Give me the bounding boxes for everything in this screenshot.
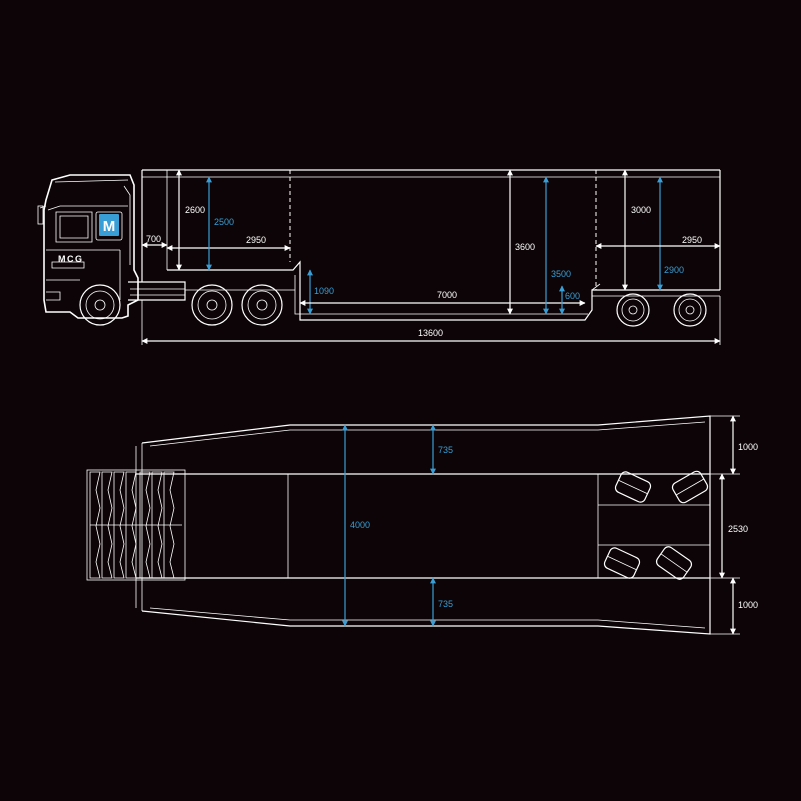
truck-cab [37,174,139,319]
dim-rear-height-inner: 2900 [664,265,684,275]
dim-total-width: 4000 [350,520,370,530]
dim-rear-height-outer: 3000 [631,205,651,215]
truck-front-wheel [79,284,121,326]
dim-total-length: 13600 [418,328,443,338]
trailer-outline [141,169,721,321]
trailer-wheel-1 [616,293,650,327]
dim-gooseneck-length: 2950 [246,235,266,245]
side-view: M MCG [37,169,721,345]
dim-gooseneck-height-outer: 2600 [185,205,205,215]
top-trailer-wheels [603,470,709,580]
top-trailer-hull [135,415,711,635]
side-dimension-lines [141,169,721,345]
dim-side-clearance-bottom: 735 [438,599,453,609]
dim-axle-width: 2530 [728,524,748,534]
dim-overhang-top: 1000 [738,442,758,452]
cab-logo-letter: M [103,218,116,235]
top-dimension-labels: 735 4000 735 1000 2530 1000 [350,442,758,610]
cab-logo: M MCG [58,214,119,264]
dim-deck-length: 7000 [437,290,457,300]
side-dimension-labels: 700 2950 2600 2500 1090 7000 3600 3500 6… [146,205,702,338]
truck-rear-wheel-1 [191,284,233,326]
trailer-wheel-2 [673,293,707,327]
dim-deck-height-outer: 3600 [515,242,535,252]
top-dimension-lines [342,415,740,635]
dim-side-clearance-top: 735 [438,445,453,455]
dim-deck-ground-clearance: 1090 [314,286,334,296]
top-view: 735 4000 735 1000 2530 1000 [86,415,758,635]
top-truck-tires [86,469,186,581]
dim-deck-height-inner: 3500 [551,269,571,279]
dim-gooseneck-height-inner: 2500 [214,217,234,227]
dim-deck-step: 600 [565,291,580,301]
dim-rear-length: 2950 [682,235,702,245]
dim-overhang-bottom: 1000 [738,600,758,610]
truck-chassis [128,281,295,301]
truck-rear-wheel-2 [241,284,283,326]
dim-cab-offset: 700 [146,234,161,244]
cab-brand-text: MCG [58,254,84,264]
